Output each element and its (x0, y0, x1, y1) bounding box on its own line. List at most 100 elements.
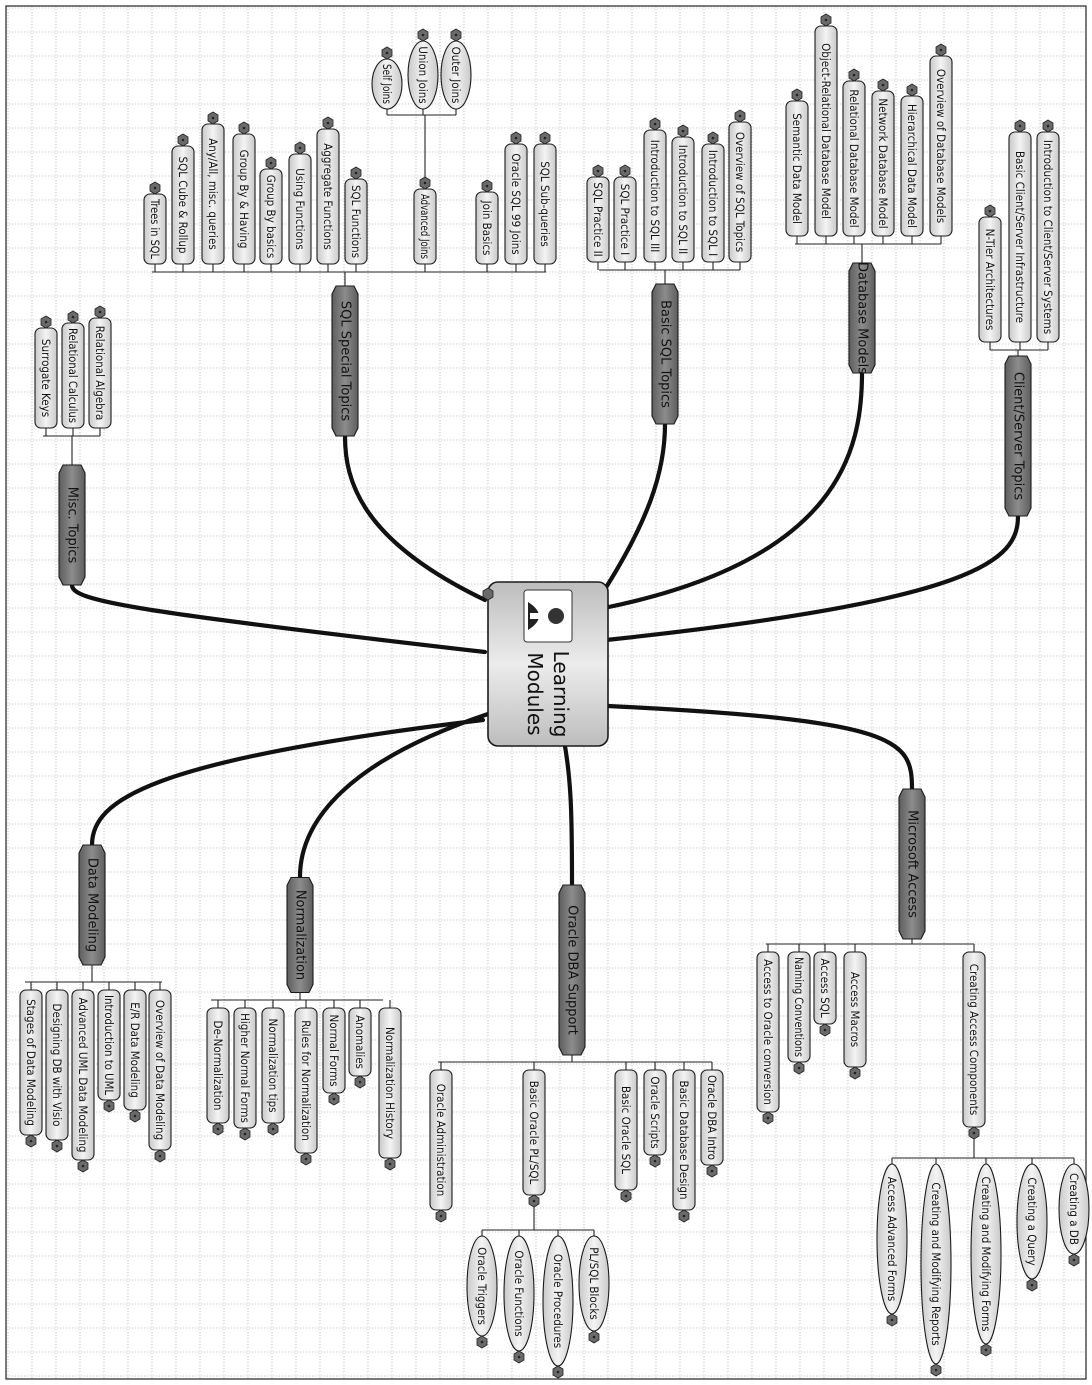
category-data-modeling[interactable]: Data Modeling (78, 844, 106, 966)
item-access-macros-label: Access Macros (848, 972, 862, 1047)
item-creating-and-modifying-forms[interactable]: Creating and Modifying Forms (970, 1163, 1002, 1357)
item-surrogate-keys[interactable]: Surrogate Keys (34, 315, 58, 429)
item-sql-cube-rollup[interactable]: SQL Cube & Rollup (171, 133, 195, 265)
item-stages-of-data-modeling[interactable]: Stages of Data Modeling (19, 989, 43, 1148)
category-sql-special-topics[interactable]: SQL Special Topics (331, 285, 359, 437)
category-microsoft-access[interactable]: Microsoft Access (898, 788, 926, 940)
item-introduction-to-sql-iii[interactable]: Introduction to SQL III (643, 117, 667, 263)
item-oracle-dba-intro-note-icon (706, 1164, 718, 1178)
item-union-joins-label: Union Joins (416, 46, 430, 103)
item-pl-sql-blocks[interactable]: PL/SQL Blocks (578, 1235, 610, 1344)
item-de-normalization[interactable]: De-Normalization (206, 1007, 230, 1136)
item-sql-practice-ii-label: SQL Practice II (591, 182, 605, 256)
category-client-server-topics[interactable]: Client/Server Topics (1004, 355, 1032, 517)
item-introduction-to-client-server-systems[interactable]: Introduction to Client/Server Systems (1036, 119, 1060, 343)
item-de-normalization-label: De-Normalization (211, 1021, 225, 1111)
item-trees-in-sql[interactable]: Trees in SQL (143, 181, 167, 265)
item-relational-database-model[interactable]: Relational Database Model (842, 68, 866, 237)
item-advanced-joins[interactable]: Advanced Joins (413, 176, 437, 265)
item-using-functions[interactable]: Using Functions (288, 141, 312, 265)
item-access-advanced-forms[interactable]: Access Advanced Forms (876, 1163, 908, 1327)
item-sql-sub-queries[interactable]: SQL Sub-queries (533, 131, 557, 265)
item-oracle-sql-99-joins[interactable]: Oracle SQL 99 Joins (504, 131, 528, 265)
item-normal-forms[interactable]: Normal Forms (322, 1007, 346, 1106)
category-database-models[interactable]: Database Models (848, 262, 876, 374)
item-designing-db-with-visio[interactable]: Designing DB with Visio (45, 989, 69, 1153)
category-basic-sql-topics[interactable]: Basic SQL Topics (651, 283, 679, 425)
item-oracle-procedures[interactable]: Oracle Procedures (542, 1235, 574, 1379)
category-normalization[interactable]: Normalization (286, 876, 314, 994)
item-basic-oracle-pl-sql[interactable]: Basic Oracle PL/SQL (522, 1069, 546, 1208)
item-normalization-tips[interactable]: Normalization tips (261, 1007, 285, 1136)
item-aggregate-functions[interactable]: Aggregate Functions (316, 116, 340, 265)
item-advanced-uml-data-modeling[interactable]: Advanced UML Data Modeling (71, 989, 95, 1173)
item-overview-of-data-modeling[interactable]: Overview of Data Modeling (148, 989, 172, 1163)
item-any-all-misc-queries-label: Any/All, misc. queries (206, 138, 220, 250)
item-sql-functions[interactable]: SQL Functions (344, 166, 368, 265)
item-hierarchical-data-model[interactable]: Hierarchical Data Model (900, 83, 924, 237)
item-introduction-to-sql-iii-note-icon (649, 117, 661, 131)
item-basic-client-server-infrastructure[interactable]: Basic Client/Server Infrastructure (1008, 119, 1032, 343)
item-creating-a-db[interactable]: Creating a DB (1058, 1163, 1090, 1267)
category-oracle-dba-support[interactable]: Oracle DBA Support (558, 884, 586, 1056)
item-introduction-to-sql-i[interactable]: Introduction to SQL I (701, 131, 725, 263)
item-oracle-administration[interactable]: Oracle Administration (429, 1069, 453, 1223)
item-union-joins[interactable]: Union Joins (407, 28, 439, 110)
item-access-to-oracle-conversion[interactable]: Access to Oracle conversion (756, 951, 780, 1125)
item-overview-of-database-models[interactable]: Overview of Database Models (929, 43, 953, 237)
item-normalization-history[interactable]: Normalization History (378, 1007, 402, 1171)
item-network-database-model[interactable]: Network Database Model (871, 78, 895, 237)
central-topic[interactable]: Learning Modules (482, 581, 609, 747)
item-oracle-administration-note-icon (435, 1209, 447, 1223)
item-sql-practice-i[interactable]: SQL Practice I (613, 164, 637, 263)
item-creating-and-modifying-reports-label: Creating and Modifying Reports (929, 1182, 943, 1345)
item-object-relational-database-model[interactable]: Object-Relational Database Model (814, 13, 838, 237)
item-overview-of-sql-topics[interactable]: Overview of SQL Topics (728, 109, 752, 263)
item-introduction-to-sql-ii[interactable]: Introduction to SQL II (671, 124, 695, 263)
item-creating-a-query[interactable]: Creating a Query (1016, 1163, 1048, 1292)
item-sql-practice-ii[interactable]: SQL Practice II (586, 164, 610, 263)
item-access-sql[interactable]: Access SQL (813, 951, 837, 1037)
item-higher-normal-forms[interactable]: Higher Normal Forms (233, 1007, 257, 1141)
item-join-basics[interactable]: Join Basics (475, 179, 499, 265)
item-creating-access-components[interactable]: Creating Access Components (962, 951, 986, 1140)
item-any-all-misc-queries[interactable]: Any/All, misc. queries (201, 111, 225, 265)
item-designing-db-with-visio-note-icon (51, 1139, 63, 1153)
item-oracle-dba-intro[interactable]: Oracle DBA Intro (700, 1069, 724, 1178)
item-creating-and-modifying-reports[interactable]: Creating and Modifying Reports (920, 1163, 952, 1377)
item-using-functions-note-icon (294, 141, 306, 155)
item-n-tier-architectures-label: N-Tier Architectures (983, 229, 997, 331)
item-group-by-basics[interactable]: Group By basics (259, 156, 283, 265)
item-sql-cube-rollup-note-icon (177, 133, 189, 147)
item-surrogate-keys-note-icon (40, 315, 52, 329)
item-creating-and-modifying-forms-label: Creating and Modifying Forms (979, 1177, 993, 1332)
item-basic-database-design-label: Basic Database Design (677, 1080, 691, 1199)
item-rules-for-normalization[interactable]: Rules for Normalization (294, 1007, 318, 1166)
item-anomalies[interactable]: Anomalies (348, 1007, 372, 1089)
item-group-by-having[interactable]: Group By & Having (232, 121, 256, 265)
item-overview-of-sql-topics-label: Overview of SQL Topics (733, 132, 747, 252)
item-oracle-scripts[interactable]: Oracle Scripts (643, 1069, 667, 1168)
item-introduction-to-uml[interactable]: Introduction to UML (97, 989, 121, 1113)
item-basic-database-design[interactable]: Basic Database Design (672, 1069, 696, 1223)
item-relational-calculus[interactable]: Relational Calculus (61, 310, 85, 429)
category-oracle-dba-support-box (558, 884, 586, 1056)
item-n-tier-architectures[interactable]: N-Tier Architectures (978, 204, 1002, 343)
item-basic-oracle-sql[interactable]: Basic Oracle SQL (614, 1069, 638, 1203)
item-oracle-functions[interactable]: Oracle Functions (503, 1235, 535, 1364)
category-basic-sql-topics-box (651, 283, 679, 425)
item-object-relational-database-model-note-icon (820, 13, 832, 27)
item-self-joins[interactable]: Self Joins (371, 46, 403, 110)
item-relational-algebra[interactable]: Relational Algebra (88, 305, 112, 429)
item-higher-normal-forms-label: Higher Normal Forms (238, 1013, 252, 1123)
item-semantic-data-model[interactable]: Semantic Data Model (785, 88, 809, 237)
category-misc-topics[interactable]: Misc. Topics (58, 464, 86, 586)
item-outer-joins[interactable]: Outer Joins (440, 28, 472, 110)
item-oracle-triggers[interactable]: Oracle Triggers (466, 1235, 498, 1349)
central-topic-title-line-1: Learning (549, 651, 573, 738)
item-naming-conventions[interactable]: Naming Conventions (787, 951, 811, 1075)
item-anomalies-note-icon (354, 1075, 366, 1089)
item-e-r-data-modeling[interactable]: E/R Data Modeling (123, 989, 147, 1123)
item-access-macros[interactable]: Access Macros (843, 951, 867, 1080)
item-e-r-data-modeling-label: E/R Data Modeling (128, 1002, 142, 1098)
